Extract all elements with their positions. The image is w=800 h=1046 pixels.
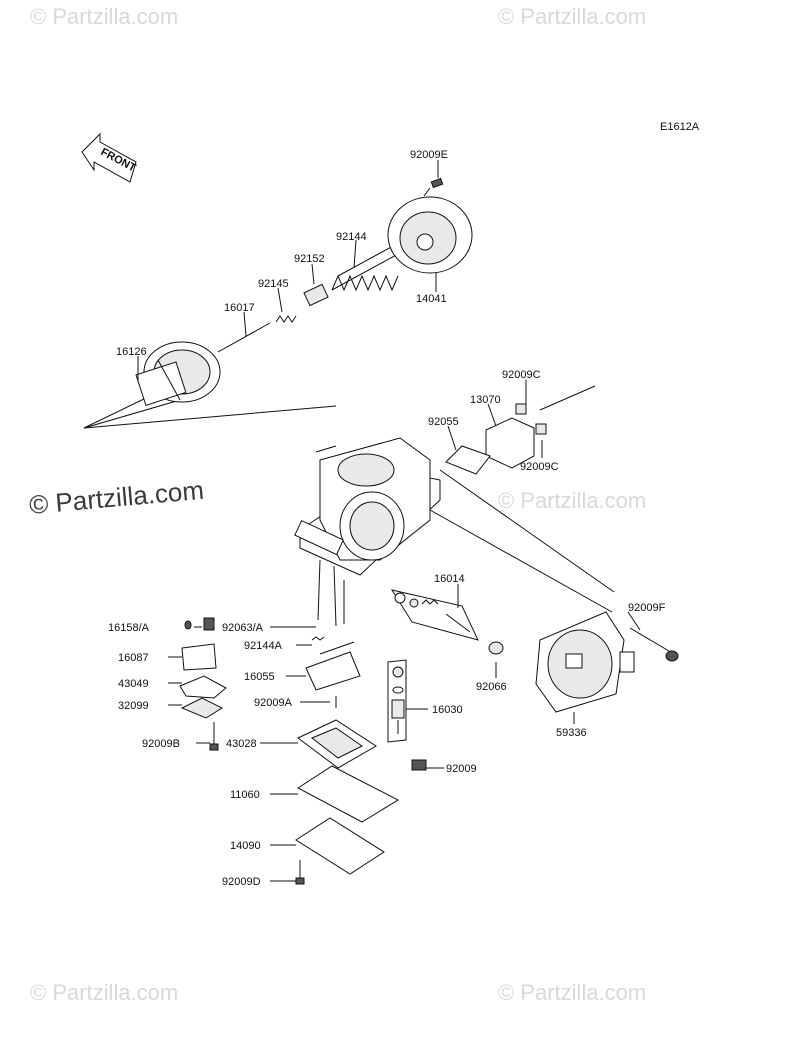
watermarks: © Partzilla.com © Partzilla.com © Partzi… bbox=[28, 4, 646, 1005]
label-92066[interactable]: 92066 bbox=[476, 681, 507, 693]
diagram-code: E1612A bbox=[660, 121, 700, 133]
label-92009C-top[interactable]: 92009C bbox=[502, 369, 541, 381]
label-92152[interactable]: 92152 bbox=[294, 253, 325, 265]
jet-stack bbox=[387, 641, 504, 771]
label-92145[interactable]: 92145 bbox=[258, 278, 289, 290]
lower-left-parts bbox=[179, 617, 361, 751]
label-92063A[interactable]: 92063/A bbox=[222, 622, 264, 634]
label-32099[interactable]: 32099 bbox=[118, 700, 149, 712]
pump-cover bbox=[317, 559, 679, 713]
label-92144A[interactable]: 92144A bbox=[244, 640, 283, 652]
front-arrow-icon: FRONT bbox=[81, 132, 138, 183]
label-43028[interactable]: 43028 bbox=[226, 738, 257, 750]
needle-assembly bbox=[390, 589, 479, 641]
watermark-top-right: © Partzilla.com bbox=[498, 4, 646, 29]
label-59336[interactable]: 59336 bbox=[556, 727, 587, 739]
part-labels: 92009E 92144 92152 92145 16017 16126 140… bbox=[108, 149, 666, 888]
label-14041[interactable]: 14041 bbox=[416, 293, 447, 305]
label-16030[interactable]: 16030 bbox=[432, 704, 463, 716]
watermark-center: © Partzilla.com bbox=[28, 475, 205, 520]
label-92009[interactable]: 92009 bbox=[446, 763, 477, 775]
label-92144[interactable]: 92144 bbox=[336, 231, 367, 243]
label-92009D[interactable]: 92009D bbox=[222, 876, 261, 888]
label-16017[interactable]: 16017 bbox=[224, 302, 255, 314]
label-92009C-bottom[interactable]: 92009C bbox=[520, 461, 559, 473]
label-16087[interactable]: 16087 bbox=[118, 652, 149, 664]
label-11060[interactable]: 11060 bbox=[230, 789, 260, 801]
label-92009F[interactable]: 92009F bbox=[628, 602, 666, 614]
label-92009B[interactable]: 92009B bbox=[142, 738, 180, 750]
watermark-mid-right: © Partzilla.com bbox=[498, 488, 646, 513]
watermark-top-left: © Partzilla.com bbox=[30, 4, 178, 29]
label-16055[interactable]: 16055 bbox=[244, 671, 275, 683]
watermark-bottom-right: © Partzilla.com bbox=[498, 980, 646, 1005]
label-92009A[interactable]: 92009A bbox=[254, 697, 293, 709]
label-92009E[interactable]: 92009E bbox=[410, 149, 448, 161]
label-16158A[interactable]: 16158/A bbox=[108, 622, 150, 634]
watermark-bottom-left: © Partzilla.com bbox=[30, 980, 178, 1005]
label-14090[interactable]: 14090 bbox=[230, 840, 261, 852]
label-92055[interactable]: 92055 bbox=[428, 416, 459, 428]
gaskets bbox=[295, 719, 400, 885]
leader-lines bbox=[137, 160, 641, 882]
upper-assembly bbox=[83, 177, 596, 429]
carburetor-body bbox=[294, 437, 615, 613]
label-16126[interactable]: 16126 bbox=[116, 346, 147, 358]
label-43049[interactable]: 43049 bbox=[118, 678, 149, 690]
label-16014[interactable]: 16014 bbox=[434, 573, 465, 585]
bracket-assembly bbox=[445, 403, 547, 475]
label-13070[interactable]: 13070 bbox=[470, 394, 501, 406]
